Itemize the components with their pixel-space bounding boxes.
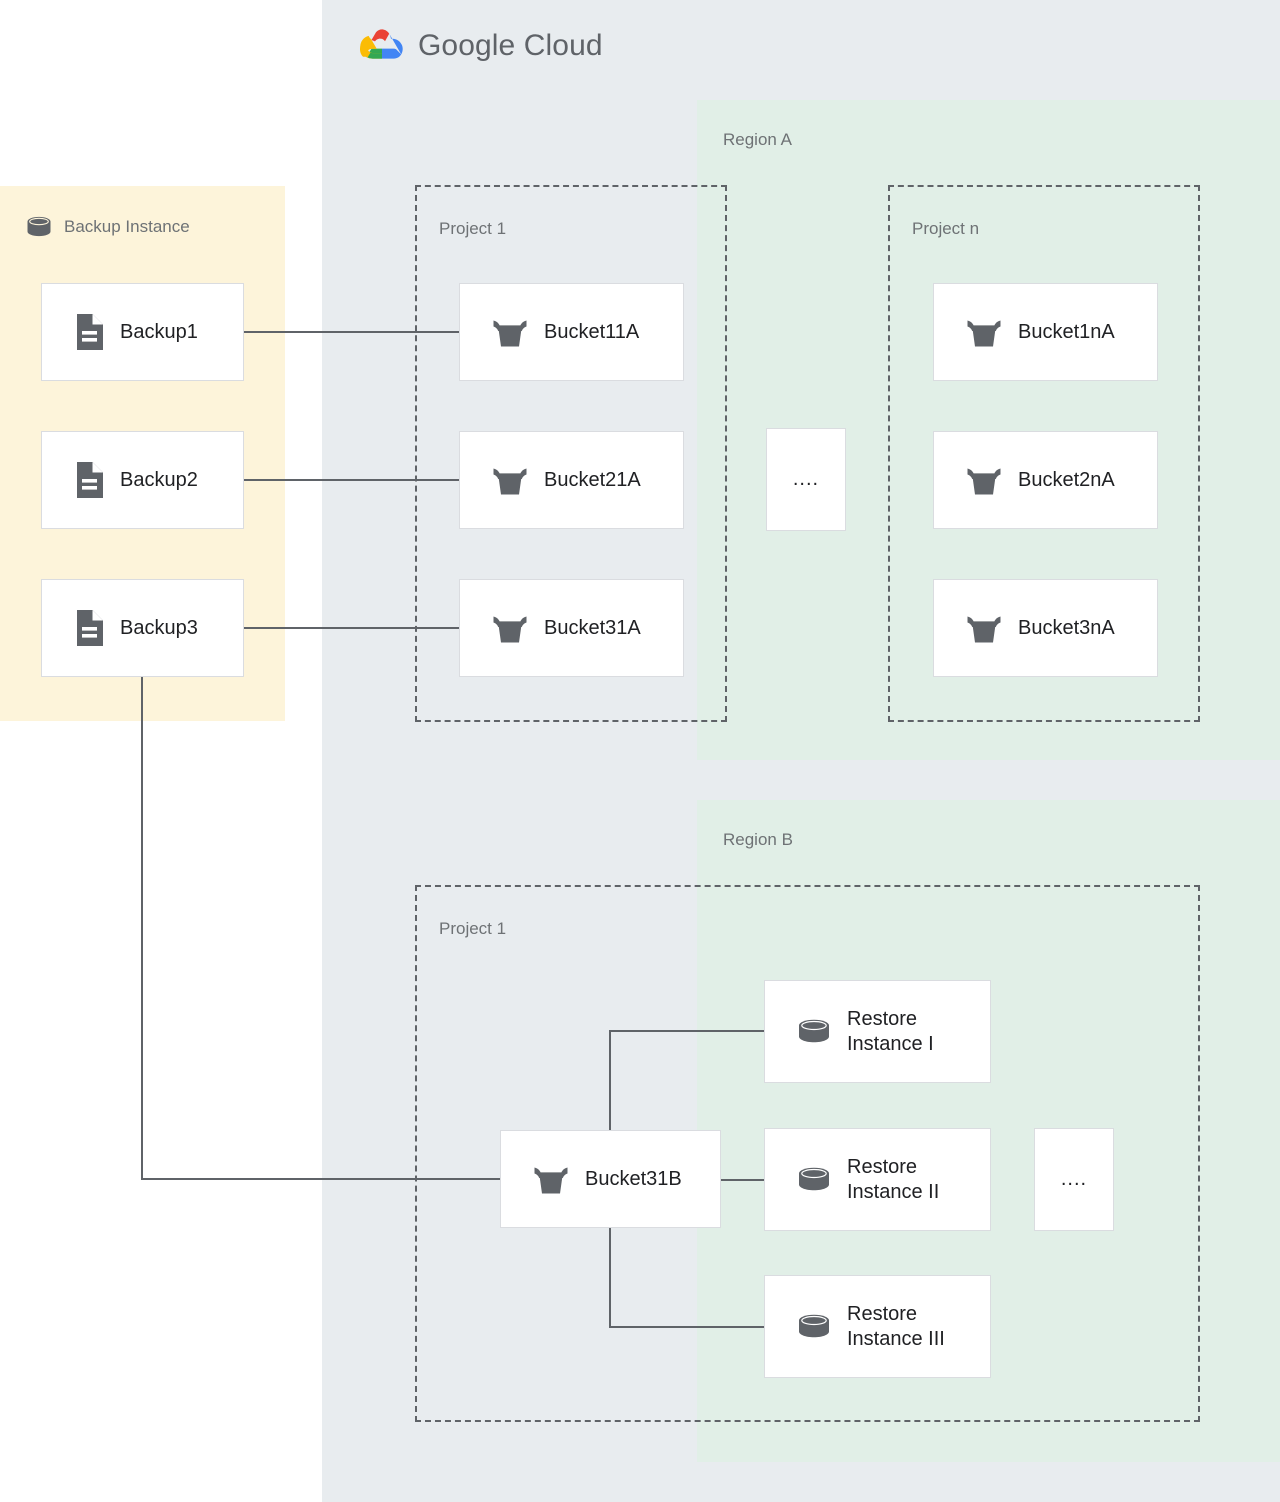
bucket3na-label: Bucket3nA (1018, 616, 1115, 639)
document-icon (74, 610, 104, 646)
backup-instance-title: Backup Instance (64, 217, 190, 236)
backup3-label: Backup3 (120, 616, 198, 639)
connector-bucket31b-to-restore3-vertical (609, 1227, 611, 1328)
document-icon (74, 462, 104, 498)
document-icon (74, 314, 104, 350)
bucket-icon (966, 463, 1002, 497)
connector-bucket31b-to-restore3-horizontal (609, 1326, 765, 1328)
bucket2na-label: Bucket2nA (1018, 468, 1115, 491)
database-cylinder-icon (797, 1166, 831, 1194)
bucket-icon (533, 1162, 569, 1196)
google-cloud-branding: Google Cloud (360, 28, 603, 64)
restore-instance-3-card[interactable]: Restore Instance III (764, 1275, 991, 1378)
bucket21a-card[interactable]: Bucket21A (459, 431, 684, 529)
backup1-label: Backup1 (120, 320, 198, 343)
restore-instance-1-label: Restore Instance I (847, 1008, 934, 1055)
google-cloud-panel: Google Cloud Region A Region B (322, 0, 1280, 1502)
restore-instance-1-card[interactable]: Restore Instance I (764, 980, 991, 1083)
bucket1na-card[interactable]: Bucket1nA (933, 283, 1158, 381)
bucket-icon (492, 611, 528, 645)
connector-backup3-to-bucket31b-horizontal (141, 1178, 501, 1180)
bucket31b-label: Bucket31B (585, 1167, 682, 1190)
backup2-card[interactable]: Backup2 (41, 431, 244, 529)
project-1-region-a-box: Project 1 (415, 185, 727, 722)
region-b-ellipsis-card: .... (1034, 1128, 1114, 1231)
restore-instance-3-label: Restore Instance III (847, 1303, 945, 1350)
project-1-region-b-label: Project 1 (439, 919, 507, 938)
connector-bucket31b-to-restore2 (721, 1179, 765, 1181)
project-1-region-b-box: Project 1 (415, 885, 1200, 1422)
google-cloud-logo-icon (360, 28, 404, 64)
region-b-ellipsis-label: .... (1060, 1168, 1088, 1191)
connector-backup2-to-bucket21a (244, 479, 460, 481)
connector-backup1-to-bucket11a (244, 331, 460, 333)
bucket21a-label: Bucket21A (544, 468, 641, 491)
bucket11a-card[interactable]: Bucket11A (459, 283, 684, 381)
bucket1na-label: Bucket1nA (1018, 320, 1115, 343)
backup3-card[interactable]: Backup3 (41, 579, 244, 677)
region-b-label: Region B (723, 830, 793, 849)
brand-word-cloud: Cloud (523, 29, 603, 62)
bucket11a-label: Bucket11A (544, 320, 640, 343)
bucket-icon (492, 315, 528, 349)
connector-bucket31b-to-restore1-horizontal (609, 1030, 765, 1032)
database-cylinder-icon (797, 1018, 831, 1046)
connector-backup3-to-bucket31a (244, 627, 460, 629)
database-cylinder-icon (26, 216, 52, 238)
bucket-icon (966, 611, 1002, 645)
region-a-label: Region A (723, 130, 792, 149)
bucket31a-card[interactable]: Bucket31A (459, 579, 684, 677)
region-a-ellipsis-label: .... (792, 468, 820, 491)
restore-instance-2-card[interactable]: Restore Instance II (764, 1128, 991, 1231)
backup-instance-header: Backup Instance (26, 216, 190, 238)
brand-word-google: Google (418, 29, 516, 62)
project-1-region-a-label: Project 1 (439, 219, 507, 238)
connector-bucket31b-to-restore1-vertical (609, 1030, 611, 1131)
project-n-region-a-label: Project n (912, 219, 980, 238)
database-cylinder-icon (797, 1313, 831, 1341)
bucket2na-card[interactable]: Bucket2nA (933, 431, 1158, 529)
google-cloud-wordmark: Google Cloud (418, 29, 603, 63)
bucket31b-card[interactable]: Bucket31B (500, 1130, 721, 1228)
bucket3na-card[interactable]: Bucket3nA (933, 579, 1158, 677)
connector-backup3-to-bucket31b-vertical (141, 677, 143, 1180)
restore-instance-2-label: Restore Instance II (847, 1156, 940, 1203)
backup2-label: Backup2 (120, 468, 198, 491)
bucket-icon (966, 315, 1002, 349)
bucket31a-label: Bucket31A (544, 616, 641, 639)
bucket-icon (492, 463, 528, 497)
region-a-ellipsis-card: .... (766, 428, 846, 531)
project-n-region-a-box: Project n (888, 185, 1200, 722)
backup1-card[interactable]: Backup1 (41, 283, 244, 381)
